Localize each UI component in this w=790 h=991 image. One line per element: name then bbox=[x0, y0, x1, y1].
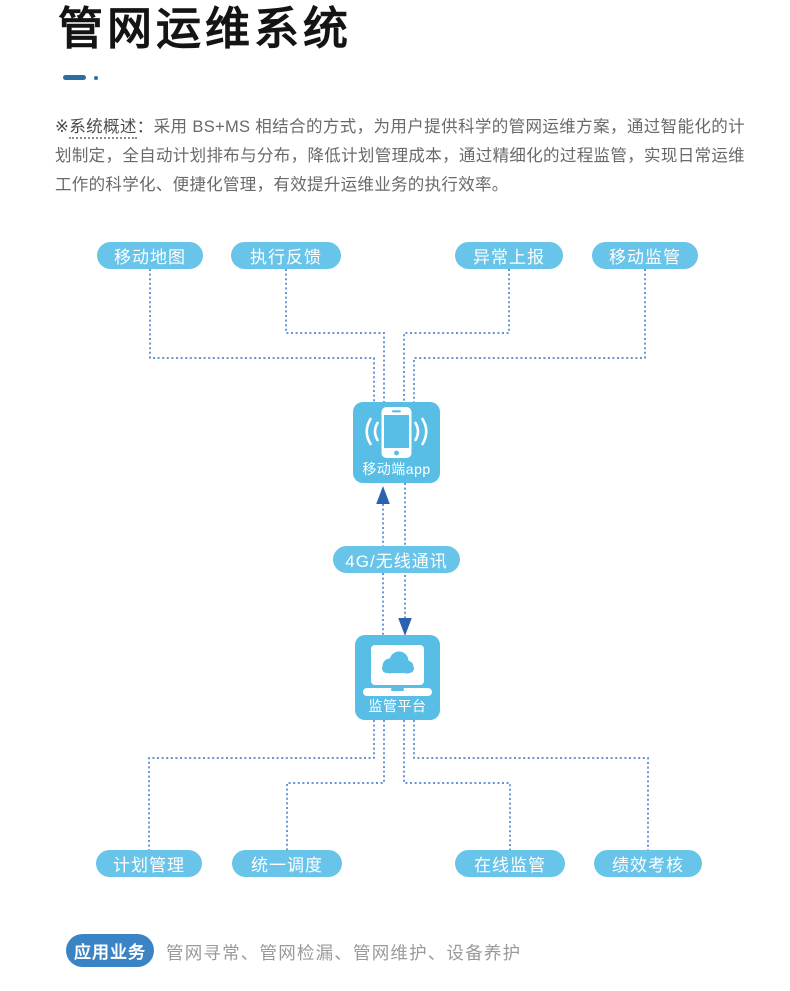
platform-node: 监管平台 bbox=[355, 635, 440, 720]
connector-top-outer-left bbox=[149, 269, 375, 402]
node-mobile-supervision: 移动监管 bbox=[592, 242, 698, 269]
smartphone-waves-icon bbox=[365, 407, 428, 458]
node-performance-review: 绩效考核 bbox=[594, 850, 702, 877]
overview-body: 采用 BS+MS 相结合的方式，为用户提供科学的管网运维方案，通过智能化的计划制… bbox=[55, 117, 745, 195]
node-exec-feedback: 执行反馈 bbox=[231, 242, 341, 269]
connector-top-outer-right bbox=[413, 269, 646, 402]
node-online-supervision: 在线监管 bbox=[455, 850, 565, 877]
platform-label: 监管平台 bbox=[368, 698, 427, 714]
applications-list: 管网寻常、管网检漏、管网维护、设备养护 bbox=[166, 943, 522, 963]
title-underline-dot bbox=[94, 76, 98, 80]
overview-colon: ： bbox=[136, 117, 154, 136]
overview-marker: ※ bbox=[55, 117, 70, 136]
mobile-app-label: 移动端app bbox=[362, 461, 431, 477]
laptop-cloud-icon bbox=[363, 645, 432, 696]
node-unified-dispatch: 统一调度 bbox=[232, 850, 342, 877]
system-overview: ※系统概述：采用 BS+MS 相结合的方式，为用户提供科学的管网运维方案，通过智… bbox=[55, 113, 745, 201]
connector-top-inner-left bbox=[285, 269, 385, 402]
node-plan-management: 计划管理 bbox=[96, 850, 202, 877]
page-title: 管网运维系统 bbox=[58, 3, 353, 54]
arrow-down-icon bbox=[398, 618, 412, 636]
mobile-app-node: 移动端app bbox=[353, 402, 440, 483]
connector-bottom-inner-right bbox=[403, 720, 511, 850]
title-underline-dash bbox=[63, 75, 86, 80]
node-mobile-map: 移动地图 bbox=[97, 242, 203, 269]
overview-label: 系统概述 bbox=[69, 117, 137, 139]
connector-bottom-outer-right bbox=[413, 720, 649, 850]
node-abnormal-report: 异常上报 bbox=[455, 242, 563, 269]
connector-bottom-inner-left bbox=[286, 720, 385, 850]
connector-top-inner-right bbox=[403, 269, 510, 402]
applications-badge: 应用业务 bbox=[66, 934, 154, 967]
arrow-up-icon bbox=[376, 486, 390, 504]
connector-bottom-outer-left bbox=[148, 720, 375, 850]
link-label-pill: 4G/无线通讯 bbox=[333, 546, 460, 573]
